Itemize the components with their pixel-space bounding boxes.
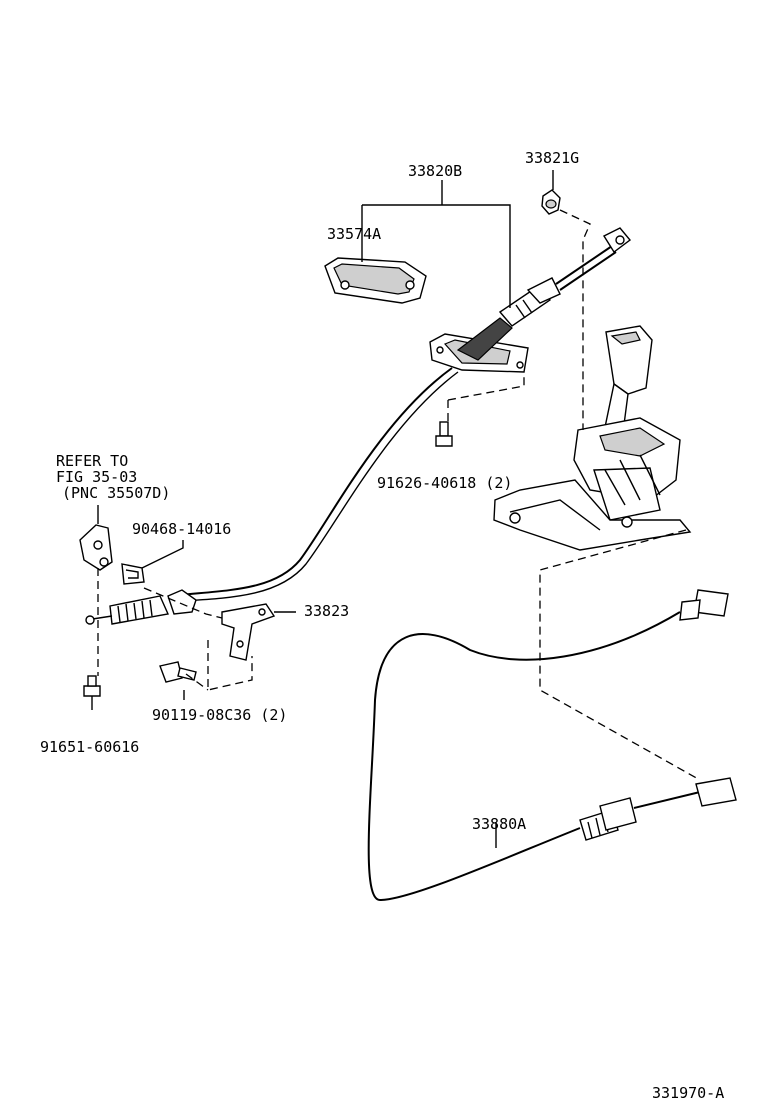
cable-end-lever bbox=[79, 524, 113, 571]
label-retainer: 33574A bbox=[327, 225, 381, 243]
label-cable-assy: 33820B bbox=[408, 162, 462, 180]
label-clip: 90468-14016 bbox=[132, 520, 231, 538]
dashed-guides bbox=[97, 209, 701, 781]
leader-lines bbox=[91, 170, 554, 848]
label-bracket: 33823 bbox=[304, 602, 349, 620]
label-bolt-lower: 91651-60616 bbox=[40, 738, 139, 756]
clip bbox=[121, 563, 145, 585]
label-refer-2: FIG 35-03 bbox=[56, 468, 137, 486]
shift-lever-assembly bbox=[493, 325, 692, 551]
label-bolt-bracket: 90119-08C36 (2) bbox=[152, 706, 287, 724]
bracket bbox=[221, 603, 276, 661]
bolt-lower bbox=[83, 675, 101, 697]
figure-id: 331970-A bbox=[652, 1084, 724, 1102]
label-cable-lower: 33880A bbox=[472, 815, 526, 833]
label-bolt-shifter: 91626-40618 (2) bbox=[377, 474, 512, 492]
label-refer-3: (PNC 35507D) bbox=[62, 484, 170, 502]
bolt-bracket bbox=[159, 661, 197, 683]
label-nut: 33821G bbox=[525, 149, 579, 167]
nut bbox=[541, 189, 561, 215]
shift-cable-lower bbox=[367, 589, 737, 902]
shift-cable-upper bbox=[179, 227, 632, 602]
label-refer-1: REFER TO bbox=[56, 452, 128, 470]
cable-end-spring bbox=[85, 589, 197, 625]
retainer-plate bbox=[324, 257, 427, 304]
bolt-shifter bbox=[435, 421, 453, 447]
